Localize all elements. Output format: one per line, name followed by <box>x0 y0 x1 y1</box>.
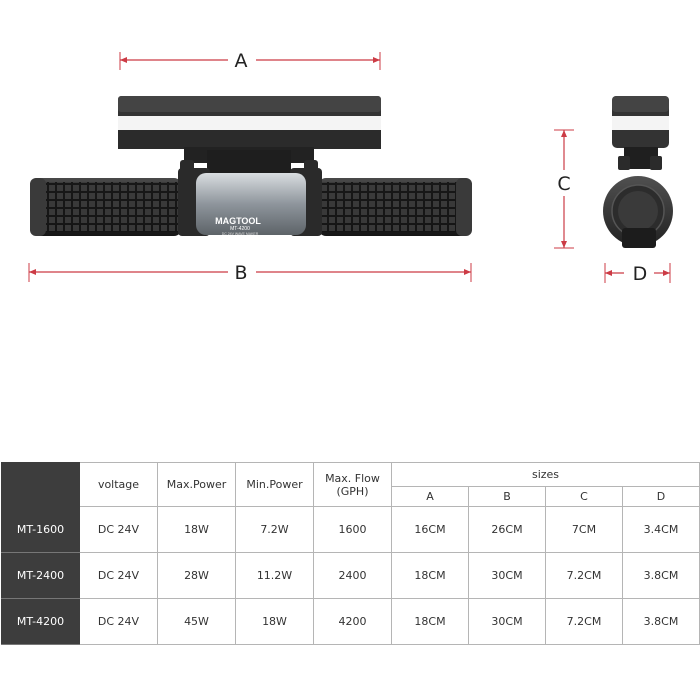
size-c-cell: 7CM <box>545 506 623 553</box>
table-corner-cell <box>1 462 80 507</box>
model-cell: MT-4200 <box>1 598 80 645</box>
header-max-flow: Max. Flow (GPH) <box>313 462 392 507</box>
voltage-cell: DC 24V <box>79 598 158 645</box>
dimension-a-label: A <box>235 50 248 72</box>
model-label-text: MT-4200 <box>230 226 250 232</box>
voltage-cell: DC 24V <box>79 552 158 599</box>
dimension-b: B <box>28 262 472 284</box>
size-b-cell: 30CM <box>468 552 546 599</box>
size-d-cell: 3.8CM <box>622 598 700 645</box>
min-power-cell: 18W <box>235 598 314 645</box>
min-power-cell: 7.2W <box>235 506 314 553</box>
size-a-cell: 18CM <box>391 598 469 645</box>
table-row: MT-2400 DC 24V 28W 11.2W 2400 18CM 30CM … <box>1 552 700 599</box>
size-b-cell: 26CM <box>468 506 546 553</box>
dimension-a: A <box>119 50 381 72</box>
voltage-cell: DC 24V <box>79 506 158 553</box>
dimension-b-label: B <box>234 262 247 284</box>
dimension-d-label: D <box>633 263 648 285</box>
size-a-cell: 18CM <box>391 552 469 599</box>
min-power-cell: 11.2W <box>235 552 314 599</box>
header-sizes: sizes <box>391 462 700 487</box>
header-size-b: B <box>468 486 546 507</box>
model-cell: MT-2400 <box>1 552 80 599</box>
max-power-cell: 28W <box>157 552 236 599</box>
table-row: MT-1600 DC 24V 18W 7.2W 1600 16CM 26CM 7… <box>1 506 700 553</box>
size-d-cell: 3.4CM <box>622 506 700 553</box>
size-b-cell: 30CM <box>468 598 546 645</box>
size-c-cell: 7.2CM <box>545 598 623 645</box>
header-min-power: Min.Power <box>235 462 314 507</box>
header-max-power: Max.Power <box>157 462 236 507</box>
pump-front-view: MAGTOOL MT-4200 DC 24V WAVE MAKER <box>30 96 472 236</box>
size-a-cell: 16CM <box>391 506 469 553</box>
specifications-table: voltage Max.Power Min.Power Max. Flow (G… <box>1 462 700 645</box>
product-dimension-diagram: A B C D <box>28 50 673 285</box>
pump-side-view <box>603 96 673 248</box>
motor-housing <box>196 173 306 235</box>
model-cell: MT-1600 <box>1 506 80 553</box>
max-flow-cell: 2400 <box>313 552 392 599</box>
max-power-cell: 45W <box>157 598 236 645</box>
header-size-a: A <box>391 486 469 507</box>
max-power-cell: 18W <box>157 506 236 553</box>
brand-logo-text: MAGTOOL <box>215 216 261 226</box>
dimension-d: D <box>604 263 671 285</box>
header-size-c: C <box>545 486 623 507</box>
product-subtext: DC 24V WAVE MAKER <box>222 232 259 236</box>
max-flow-cell: 4200 <box>313 598 392 645</box>
dimension-c-label: C <box>557 173 570 195</box>
header-size-d: D <box>622 486 700 507</box>
size-d-cell: 3.8CM <box>622 552 700 599</box>
size-c-cell: 7.2CM <box>545 552 623 599</box>
max-flow-cell: 1600 <box>313 506 392 553</box>
table-row: MT-4200 DC 24V 45W 18W 4200 18CM 30CM 7.… <box>1 598 700 645</box>
header-voltage: voltage <box>79 462 158 507</box>
dimension-c: C <box>554 129 574 249</box>
